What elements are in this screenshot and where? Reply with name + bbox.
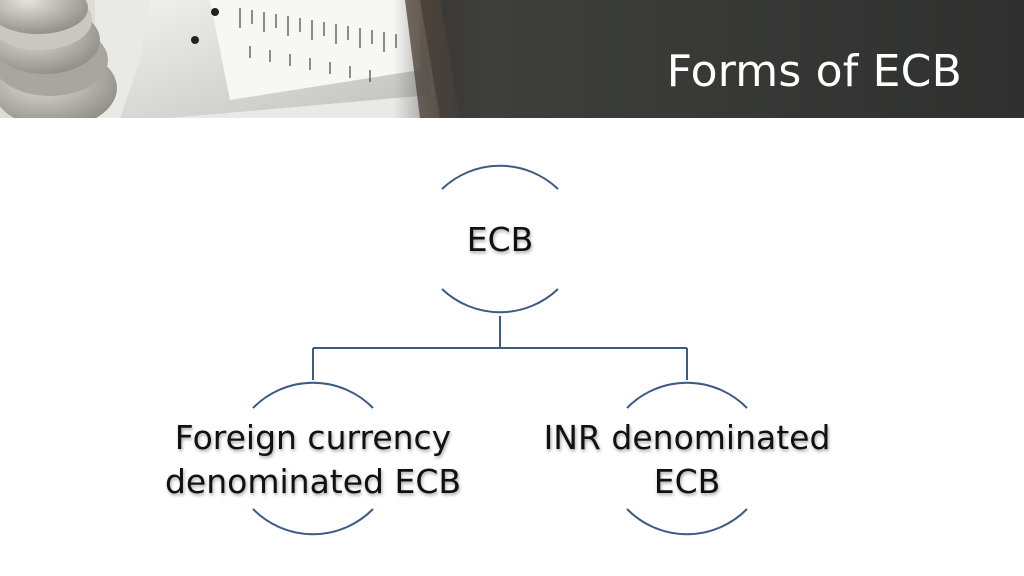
root-node-label: ECB <box>400 218 600 262</box>
root-node-text: ECB <box>466 220 534 259</box>
right-node-bottom-arc <box>626 508 748 536</box>
caliper-and-coins-photo <box>0 0 480 118</box>
left-node-top-arc <box>252 381 374 409</box>
root-node-bottom-arc <box>441 288 559 314</box>
slide-title: Forms of ECB <box>666 46 962 97</box>
left-node-line-1: Foreign currency <box>174 418 452 457</box>
left-node-line-2: denominated ECB <box>164 462 462 501</box>
left-node-label: Foreign currency denominated ECB <box>133 416 493 504</box>
right-node-label: INR denominated ECB <box>517 416 857 504</box>
ecb-hierarchy-diagram: ECB Foreign currency denominated ECB INR… <box>0 118 1024 576</box>
right-node-top-arc <box>626 381 748 409</box>
right-node-line-1: INR denominated <box>543 418 831 457</box>
right-node-line-2: ECB <box>653 462 721 501</box>
root-node-top-arc <box>441 164 559 190</box>
left-node-bottom-arc <box>252 508 374 536</box>
diagram-connectors <box>252 164 748 536</box>
header-banner: Forms of ECB <box>0 0 1024 118</box>
